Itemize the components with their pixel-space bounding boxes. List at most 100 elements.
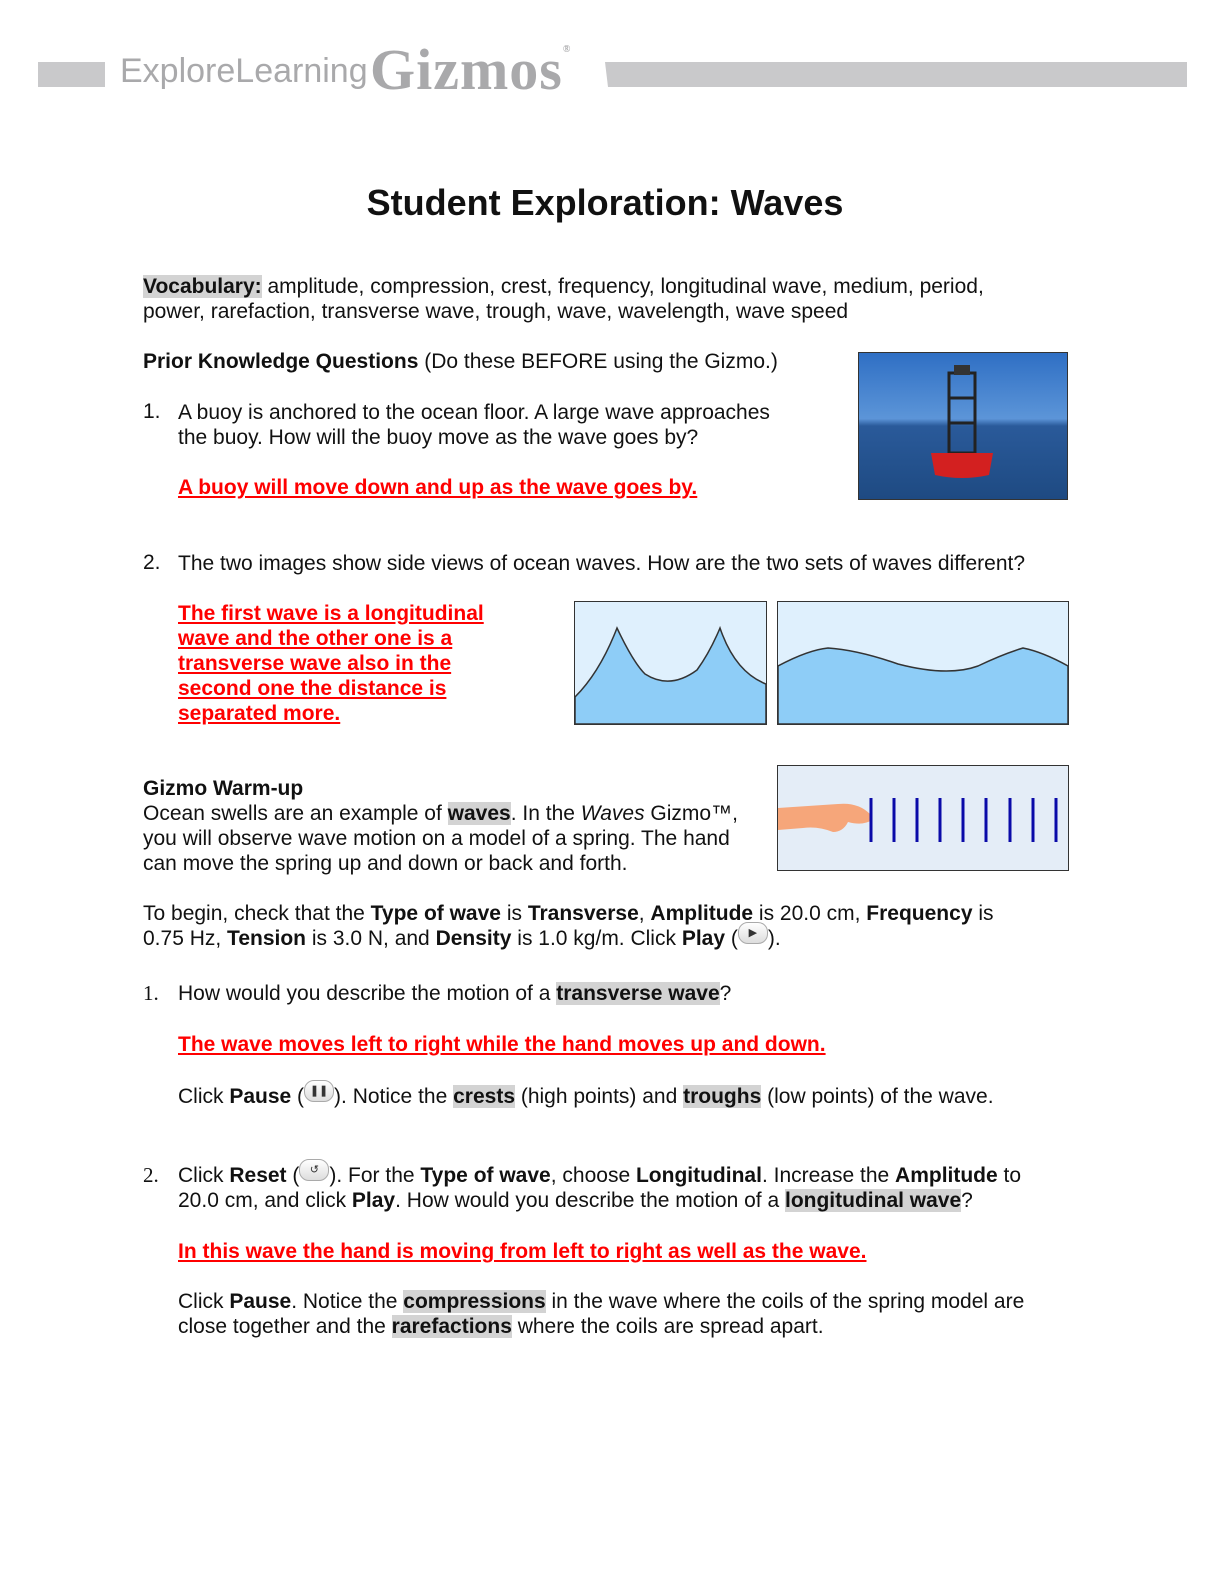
begin-instructions: To begin, check that the Type of wave is… <box>143 901 994 951</box>
text-segment: (Do these BEFORE using the Gizmo.) <box>418 350 778 373</box>
text-line: Vocabulary: amplitude, compression, cres… <box>143 274 984 299</box>
text-segment: Reset <box>229 1164 287 1187</box>
text-segment: . In the <box>510 802 581 825</box>
logo-gizmos-text: Gizmos <box>370 37 563 102</box>
text-segment: is 3.0 N, and <box>306 927 436 950</box>
answer-text[interactable]: A buoy will move down and up as the wave… <box>178 476 698 499</box>
warmup-question-1: How would you describe the motion of a t… <box>178 981 731 1006</box>
pause-icon: ❚❚ <box>304 1080 335 1103</box>
text-line: Click Reset (↺). For the Type of wave, c… <box>178 1159 1022 1188</box>
text-line: How would you describe the motion of a t… <box>178 981 731 1006</box>
text-segment: Prior Knowledge Questions <box>143 350 419 373</box>
text-line: can move the spring up and down or back … <box>143 851 738 876</box>
text-segment: ( <box>725 927 738 950</box>
text-segment: ). Notice the <box>334 1085 454 1108</box>
text-segment: To begin, check that the <box>143 902 371 925</box>
vocab-term: longitudinal wave <box>784 1189 962 1212</box>
wave-image-1 <box>574 601 767 725</box>
hand-spring-icon <box>778 798 1058 842</box>
text-segment: Density <box>435 927 512 950</box>
prior-answer-1[interactable]: A buoy will move down and up as the wave… <box>178 475 697 500</box>
warmup-answer-1[interactable]: The wave moves left to right while the h… <box>178 1032 826 1057</box>
text-segment: A buoy is anchored to the ocean floor. A… <box>178 401 770 424</box>
question-number: 1. <box>143 981 159 1005</box>
text-segment: , <box>638 902 651 925</box>
buoy-image <box>858 352 1068 500</box>
text-line: Gizmo Warm-up <box>143 776 738 801</box>
text-segment: ? <box>719 982 732 1005</box>
vocab-term: troughs <box>683 1085 762 1108</box>
warmup-answer-2[interactable]: In this wave the hand is moving from lef… <box>178 1239 866 1264</box>
text-line: Click Pause (❚❚). Notice the crests (hig… <box>178 1080 994 1109</box>
text-line: 0.75 Hz, Tension is 3.0 N, and Density i… <box>143 922 994 951</box>
warmup-question-2: Click Reset (↺). For the Type of wave, c… <box>178 1159 1022 1213</box>
text-segment: Pause <box>229 1085 292 1108</box>
question-number: 2. <box>143 1163 159 1187</box>
answer-text[interactable]: In this wave the hand is moving from lef… <box>178 1240 867 1263</box>
text-segment: Transverse <box>527 902 639 925</box>
text-segment: Pause <box>229 1290 292 1313</box>
answer-text[interactable]: wave and the other one is a <box>178 627 453 650</box>
text-line: Prior Knowledge Questions (Do these BEFO… <box>143 349 778 374</box>
buoy-icon <box>931 365 993 478</box>
vocab-term: compressions <box>403 1290 546 1313</box>
page-title: Student Exploration: Waves <box>366 182 844 223</box>
registered-mark: ® <box>562 44 572 55</box>
text-line: To begin, check that the Type of wave is… <box>143 901 994 926</box>
text-segment: Waves <box>580 802 645 825</box>
text-line: The two images show side views of ocean … <box>178 551 1025 576</box>
text-segment: Tension <box>227 927 306 950</box>
text-segment: ? <box>961 1189 973 1212</box>
text-segment: Click <box>178 1085 230 1108</box>
logo-explorelearning: ExploreLearning <box>120 52 368 90</box>
text-line: second one the distance is <box>178 676 484 701</box>
reset-icon: ↺ <box>299 1159 330 1182</box>
text-segment: Type of wave <box>420 1164 551 1187</box>
text-line: separated more. <box>178 701 484 726</box>
gentle-wave-icon <box>778 647 1068 724</box>
wave-image-2 <box>777 601 1069 725</box>
text-line: the buoy. How will the buoy move as the … <box>178 425 770 450</box>
text-segment: power, rarefaction, transverse wave, tro… <box>143 300 849 323</box>
text-segment: in the wave where the coils of the sprin… <box>545 1290 1025 1313</box>
answer-text[interactable]: The wave moves left to right while the h… <box>178 1033 826 1056</box>
text-segment: to <box>997 1164 1022 1187</box>
answer-text[interactable]: The first wave is a longitudinal <box>178 602 484 625</box>
text-line: you will observe wave motion on a model … <box>143 826 738 851</box>
text-segment: Type of wave <box>370 902 501 925</box>
text-segment: is 1.0 kg/m. Click <box>511 927 682 950</box>
text-segment: Amplitude <box>650 902 754 925</box>
text-segment: where the coils are spread apart. <box>511 1315 824 1338</box>
text-segment: (low points) of the wave. <box>761 1085 994 1108</box>
compression-instructions: Click Pause. Notice the compressions in … <box>178 1289 1024 1339</box>
text-segment: 0.75 Hz, <box>143 927 228 950</box>
text-segment: Click <box>178 1290 230 1313</box>
text-segment: Amplitude <box>895 1164 998 1187</box>
text-segment: Longitudinal <box>635 1164 762 1187</box>
text-segment: Play <box>681 927 726 950</box>
text-segment: . Notice the <box>291 1290 404 1313</box>
text-segment: (high points) and <box>515 1085 684 1108</box>
vocab-term: waves <box>447 802 511 825</box>
text-segment: amplitude, compression, crest, frequency… <box>261 275 984 298</box>
answer-text[interactable]: transverse wave also in the <box>178 652 452 675</box>
vocabulary: Vocabulary: amplitude, compression, cres… <box>143 274 984 324</box>
prior-knowledge-heading: Prior Knowledge Questions (Do these BEFO… <box>143 349 778 374</box>
vocab-term: crests <box>453 1085 515 1108</box>
text-segment: you will observe wave motion on a model … <box>143 827 730 850</box>
text-line: The wave moves left to right while the h… <box>178 1032 826 1057</box>
text-line: A buoy is anchored to the ocean floor. A… <box>178 400 770 425</box>
text-line: The first wave is a longitudinal <box>178 601 484 626</box>
prior-question-2: The two images show side views of ocean … <box>178 551 1025 576</box>
header-bar-left <box>38 62 105 87</box>
steep-wave-icon <box>575 625 766 724</box>
text-segment: Play <box>351 1189 396 1212</box>
answer-text[interactable]: second one the distance is <box>178 677 447 700</box>
header-bar-right <box>605 62 1187 87</box>
answer-text[interactable]: separated more. <box>178 702 341 725</box>
text-segment: Gizmo™, <box>644 802 738 825</box>
text-line: 20.0 cm, and click Play. How would you d… <box>178 1188 1021 1213</box>
